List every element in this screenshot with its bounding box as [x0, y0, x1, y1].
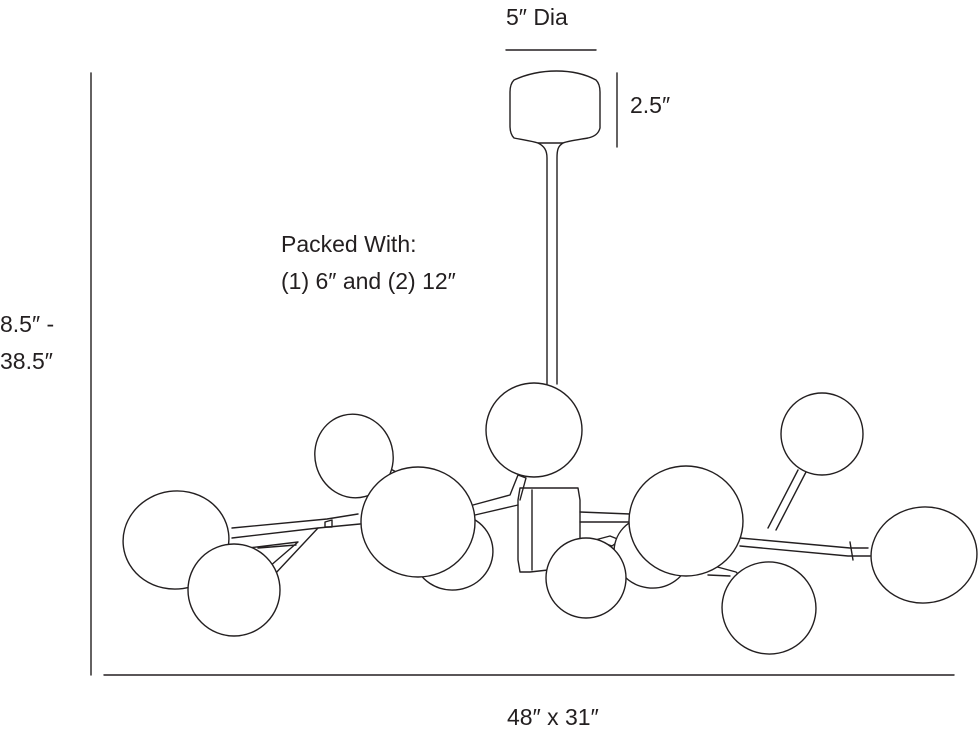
height-range-max-label: 38.5″ [0, 348, 53, 374]
globe-upper-right [781, 393, 863, 475]
globe-center-right [629, 466, 743, 576]
arm-left-lower [248, 528, 318, 575]
height-range-min-label: 8.5″ - [0, 311, 55, 337]
globe-lower-left [188, 544, 280, 636]
globe-far-right [866, 502, 978, 609]
globe-lower-right [715, 555, 824, 662]
ceiling-canopy [510, 71, 600, 143]
globe-top-center [486, 383, 582, 477]
arm-center-right [580, 512, 630, 522]
packed-with-title: Packed With: [281, 231, 417, 257]
downrod [538, 143, 563, 384]
canopy-diameter-label: 5″ Dia [506, 4, 568, 30]
packed-with-detail: (1) 6″ and (2) 12″ [281, 268, 456, 294]
arms [232, 466, 870, 578]
arm-right-joint [850, 542, 853, 560]
canopy-height-label: 2.5″ [630, 92, 671, 118]
arm-right-upper [768, 470, 806, 530]
overall-size-label: 48″ x 31″ [507, 704, 599, 730]
globes [117, 383, 978, 661]
globe-center-left [361, 467, 475, 577]
globe-bottom-center [546, 538, 626, 618]
arm-left-main [232, 514, 360, 538]
globe-upper-left [305, 405, 402, 506]
arm-right-main [740, 538, 870, 556]
arm-left-joint [325, 520, 332, 527]
